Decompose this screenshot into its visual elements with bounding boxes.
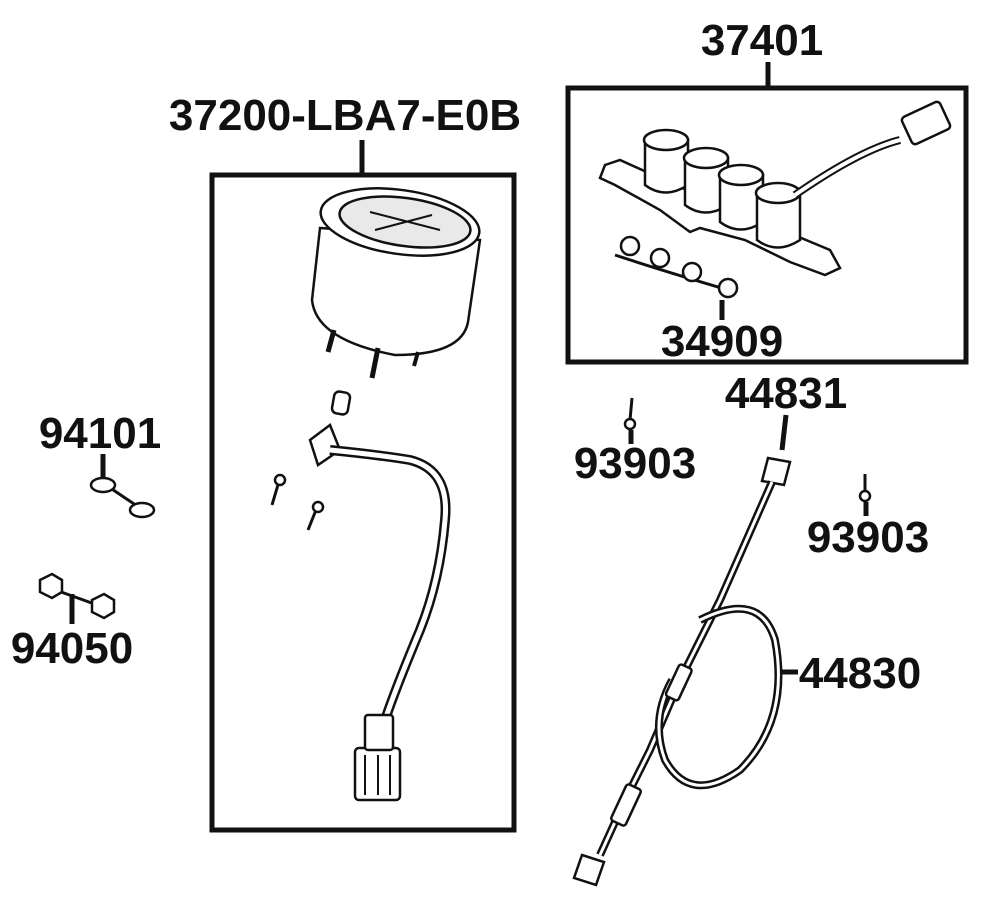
screw-left-illustration [623, 417, 637, 431]
label-screw-left: 93903 [574, 439, 696, 488]
nut-group: 94050 [11, 572, 133, 673]
bulb-socket-illustration [614, 235, 739, 299]
indicator-housing-illustration [598, 100, 952, 277]
screw-left-group: 93903 [574, 397, 696, 488]
screw-illustrations [270, 473, 325, 531]
washer-illustration [89, 476, 117, 494]
washer-group: 94101 [39, 409, 161, 519]
speedometer-gauge-illustration [310, 187, 482, 379]
speedometer-assembly-frame [209, 172, 517, 833]
label-nut: 94050 [11, 624, 133, 673]
speedometer-assembly-group: 37200-LBA7-E0B [169, 91, 521, 833]
screw-right-group: 93903 [807, 474, 929, 562]
wiring-harness-illustration [308, 423, 451, 802]
label-speedometer-assembly: 37200-LBA7-E0B [169, 91, 521, 140]
label-bulb-socket: 34909 [661, 317, 783, 366]
nut-illustration [38, 572, 64, 600]
label-cable-outer: 44830 [799, 649, 921, 698]
label-screw-right: 93903 [807, 513, 929, 562]
screw-right-illustration [858, 489, 872, 503]
label-indicator-panel: 37401 [701, 16, 823, 65]
indicator-panel-group: 37401 349 [565, 16, 969, 366]
indicator-panel-frame [565, 85, 969, 365]
label-washer: 94101 [39, 409, 161, 458]
leader-cable-inner [779, 414, 789, 451]
cable-illustration [572, 456, 792, 887]
speedometer-cable-group: 44831 44830 [572, 369, 921, 887]
label-cable-inner: 44831 [725, 369, 847, 418]
bulb-illustration [330, 390, 352, 416]
